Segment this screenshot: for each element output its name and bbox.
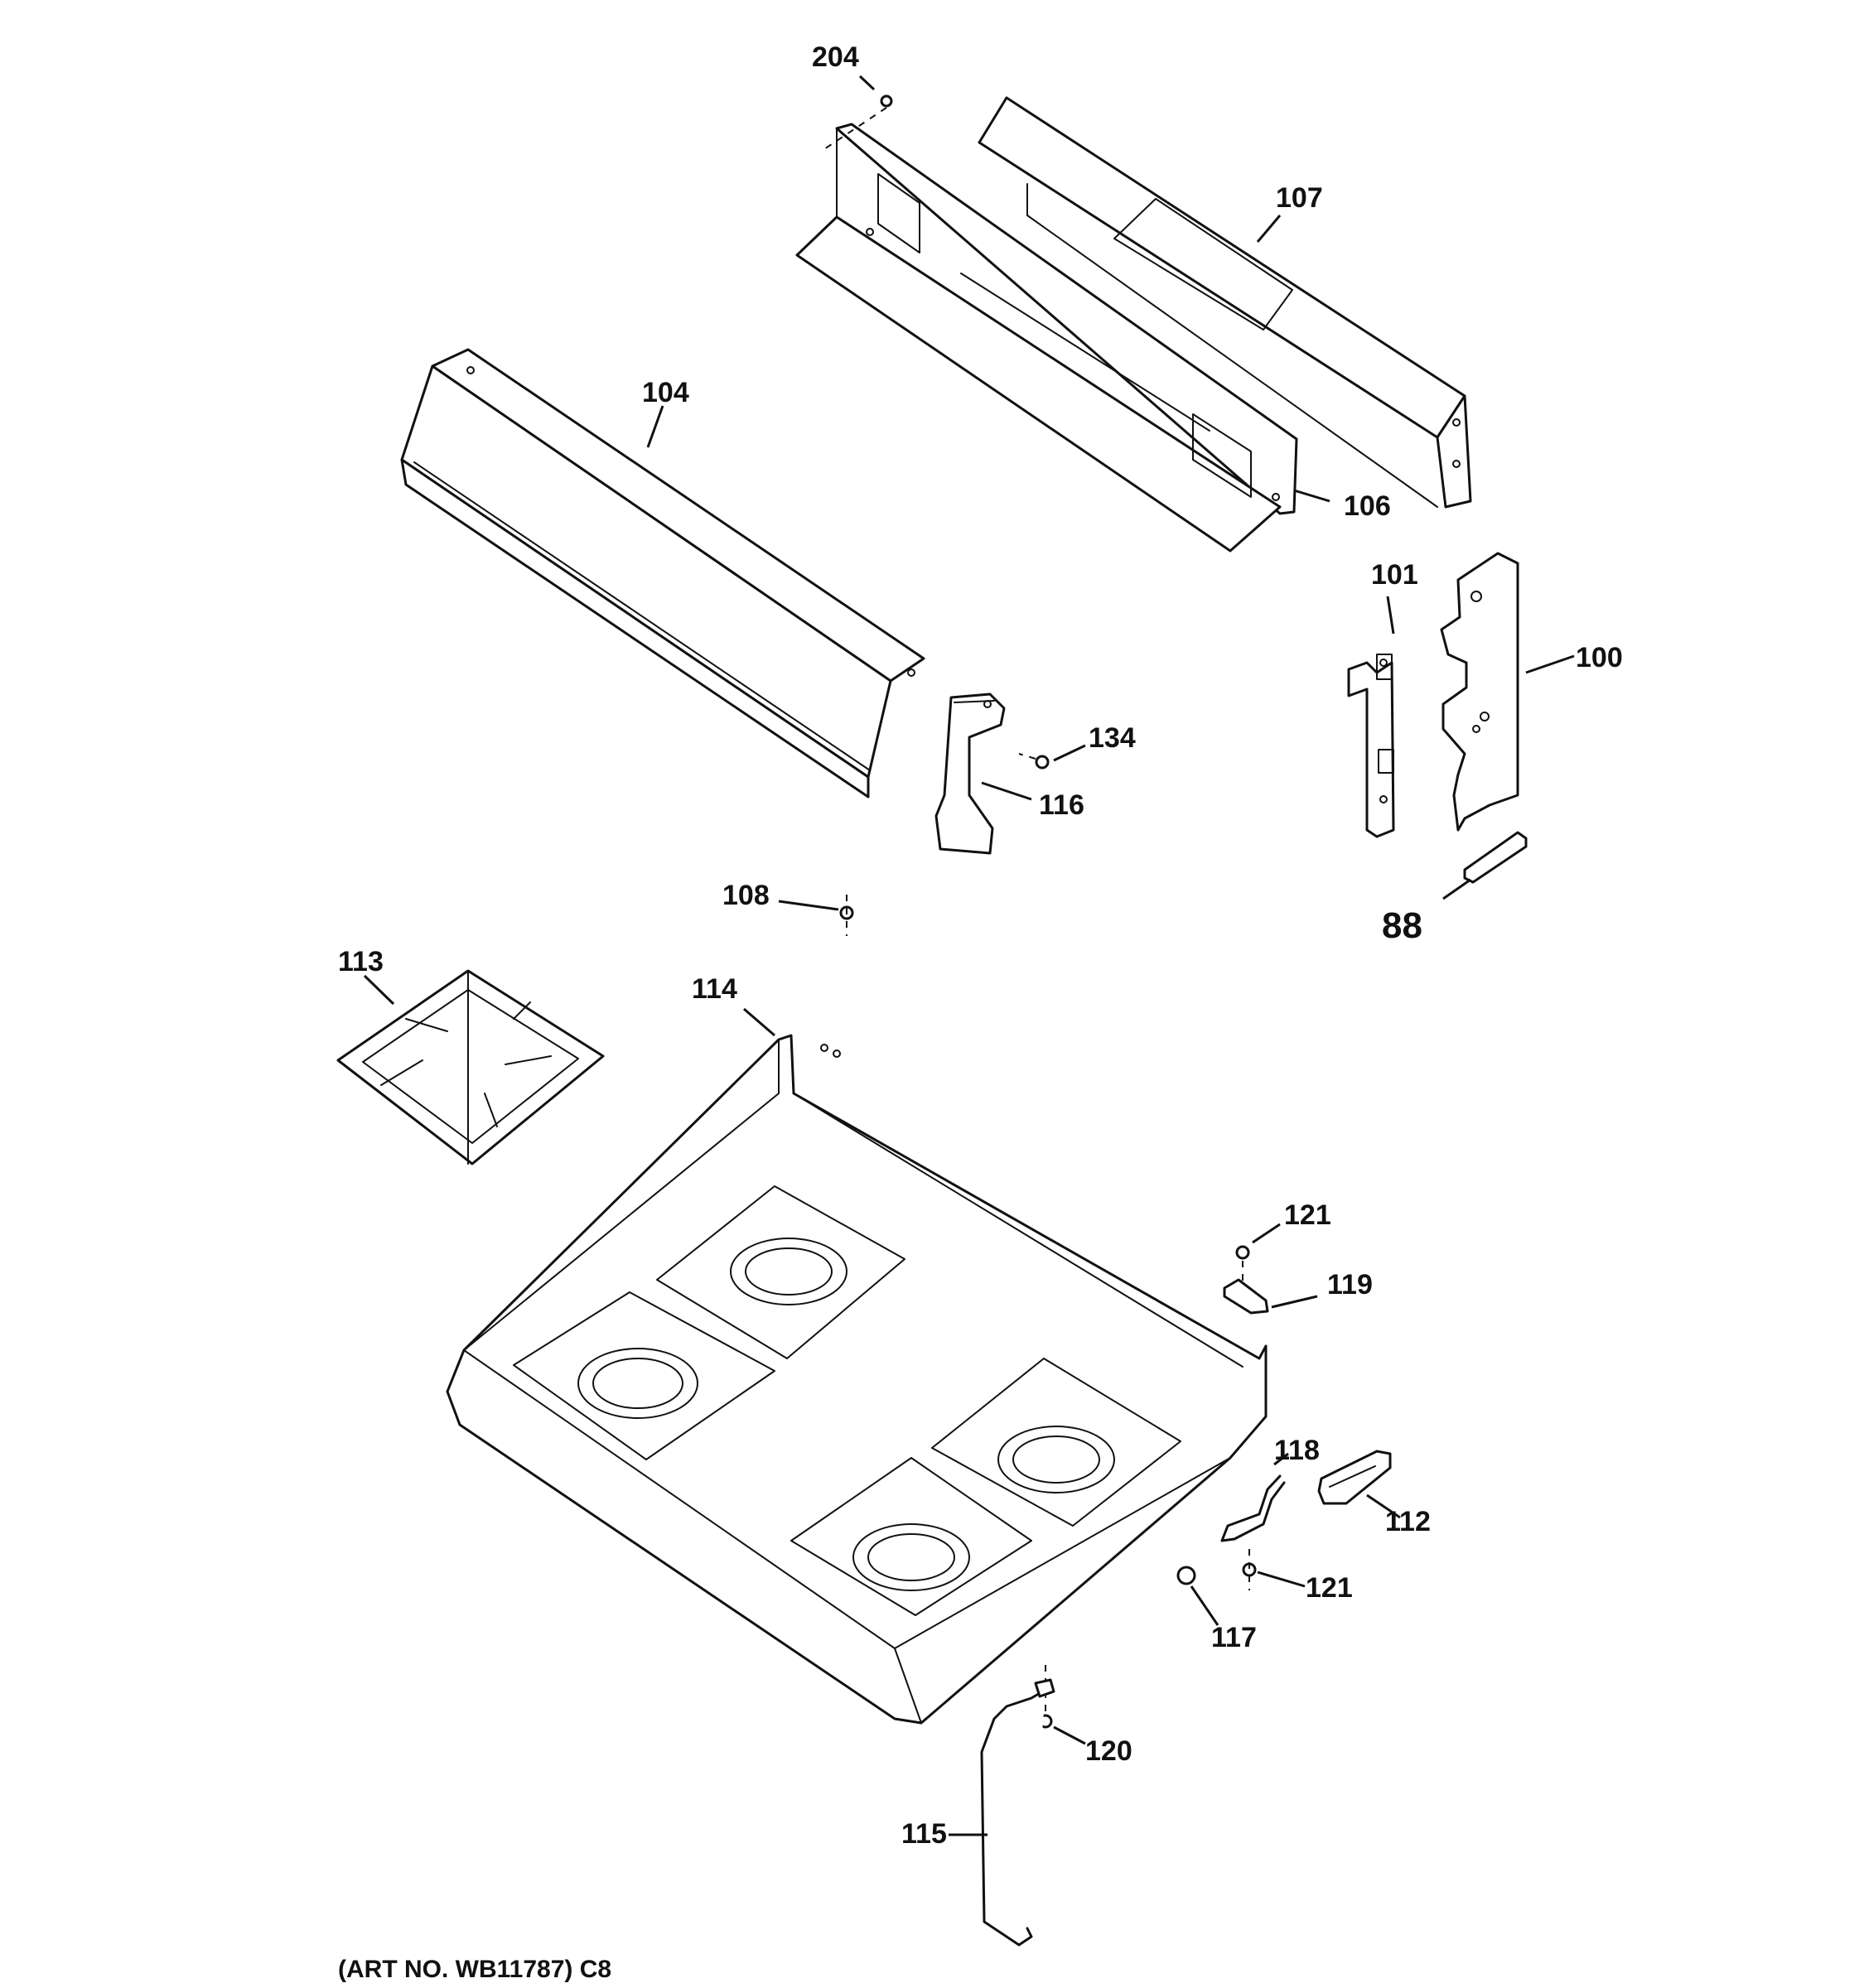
part-112-clip <box>1317 1450 1392 1505</box>
label-116: 116 <box>1039 789 1084 821</box>
label-106: 106 <box>1344 490 1391 522</box>
part-121-screw-lower <box>1242 1549 1257 1590</box>
label-115: 115 <box>901 1818 947 1850</box>
part-118-bracket <box>1220 1474 1286 1542</box>
label-104: 104 <box>642 377 689 408</box>
label-118: 118 <box>1274 1435 1320 1466</box>
part-121-screw-upper <box>1235 1245 1250 1282</box>
label-88: 88 <box>1382 905 1422 946</box>
label-134: 134 <box>1089 722 1136 754</box>
part-204-screw <box>821 75 893 152</box>
leader-lines <box>363 215 1575 1836</box>
label-108: 108 <box>722 880 770 911</box>
part-100-side-panel <box>1440 552 1519 832</box>
part-101-bracket <box>1347 654 1395 838</box>
label-114: 114 <box>692 973 737 1005</box>
label-119: 119 <box>1327 1269 1373 1300</box>
part-108-screw <box>839 895 854 936</box>
part-callouts: 204 107 104 106 101 100 134 116 108 88 1… <box>338 41 1623 1850</box>
label-120: 120 <box>1085 1735 1132 1767</box>
label-107: 107 <box>1276 182 1323 214</box>
part-114-cooktop <box>446 1034 1268 1725</box>
part-116-side-trim <box>934 692 1006 855</box>
label-100: 100 <box>1576 642 1623 673</box>
label-117: 117 <box>1211 1622 1257 1653</box>
label-121-upper: 121 <box>1284 1199 1331 1231</box>
part-107-top-cover <box>978 96 1472 509</box>
part-106-rear-bracket <box>795 123 1298 552</box>
label-121-lower: 121 <box>1306 1572 1353 1604</box>
label-101: 101 <box>1371 559 1418 591</box>
part-119-bracket <box>1223 1278 1269 1315</box>
label-113: 113 <box>338 946 384 977</box>
part-134-screw <box>1018 753 1050 770</box>
art-number: (ART NO. WB11787) C8 <box>338 1956 611 1983</box>
label-204: 204 <box>812 41 859 73</box>
part-104-manifold-panel <box>400 348 925 799</box>
part-88-pad <box>1463 831 1528 884</box>
part-115-rod <box>980 1678 1055 1947</box>
part-117-nut <box>1176 1566 1196 1585</box>
part-113-grate <box>336 969 605 1165</box>
label-112: 112 <box>1385 1506 1431 1537</box>
